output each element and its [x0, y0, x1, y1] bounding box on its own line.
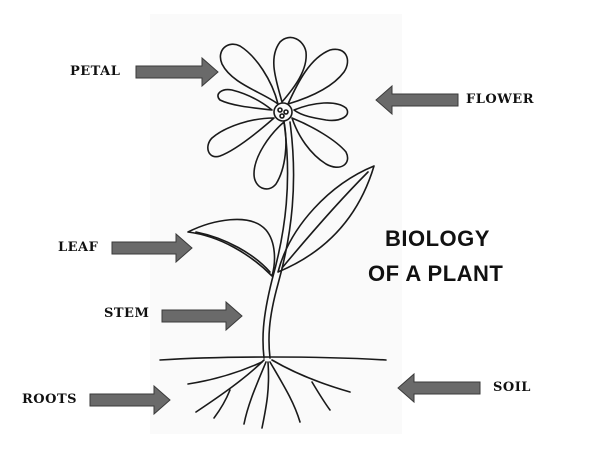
root: [261, 361, 270, 429]
petal-arrow: [135, 56, 219, 88]
petal-label: PETAL: [70, 64, 121, 79]
title-line-1: BIOLOGY: [385, 226, 490, 251]
roots-label: ROOTS: [22, 392, 78, 407]
right-leaf: [277, 165, 375, 273]
soil-label: SOIL: [493, 380, 531, 395]
petal: [207, 117, 275, 158]
petal: [253, 121, 287, 190]
flower-center-dot: [283, 109, 289, 115]
petal: [273, 36, 307, 103]
flower-arrow: [375, 84, 459, 116]
petal: [219, 43, 279, 105]
paper-panel: [150, 14, 402, 434]
roots: [187, 359, 351, 429]
flower-center: [273, 102, 293, 122]
soil-arrow: [397, 372, 481, 404]
root: [213, 389, 231, 419]
root: [269, 361, 301, 423]
root: [271, 359, 351, 393]
stem-inner: [268, 121, 295, 359]
root: [311, 381, 331, 411]
left-leaf: [187, 218, 276, 277]
root: [195, 359, 265, 413]
right-leaf-vein: [281, 171, 369, 269]
ground-line: [159, 356, 387, 361]
petal: [291, 117, 349, 168]
root: [187, 361, 263, 385]
root: [243, 361, 267, 425]
stem: [262, 121, 289, 359]
petal: [293, 102, 349, 122]
flower-label: FLOWER: [466, 92, 535, 107]
petal: [217, 88, 273, 111]
roots-arrow: [89, 384, 171, 416]
stem-label: STEM: [104, 306, 150, 321]
petal: [287, 48, 349, 105]
leaf-label: LEAF: [58, 240, 99, 255]
flower-head: [207, 36, 349, 190]
flower-center-dot: [277, 107, 283, 113]
title-line-2: OF A PLANT: [368, 261, 504, 286]
stem-arrow: [161, 300, 243, 332]
left-leaf-vein: [195, 231, 271, 273]
leaf-arrow: [111, 232, 193, 264]
flower-center-dot: [279, 113, 285, 119]
